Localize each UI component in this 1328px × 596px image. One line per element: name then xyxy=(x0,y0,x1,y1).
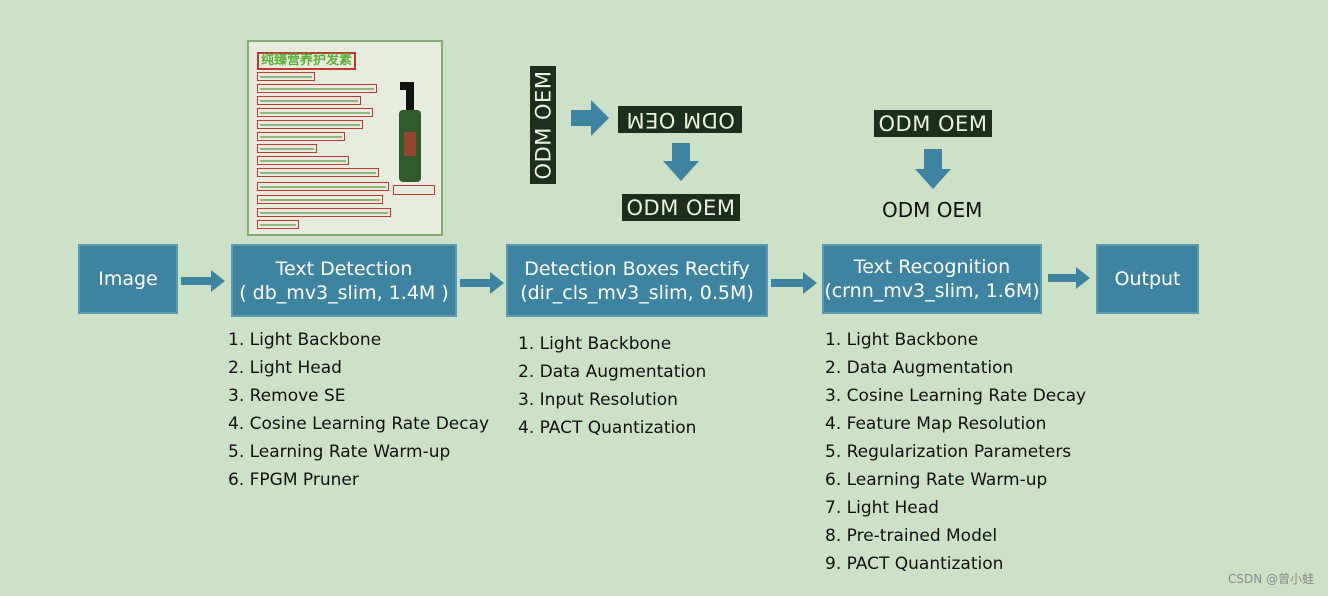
list-item: 2. Light Head xyxy=(228,358,342,378)
watermark: CSDN @曾小蛙 xyxy=(1227,572,1314,586)
text-box xyxy=(257,84,377,93)
text-box xyxy=(257,96,361,105)
arrow-recognition-down xyxy=(915,149,951,189)
list-item: 3. Remove SE xyxy=(228,386,346,406)
text-box xyxy=(257,72,315,81)
rectify-box: Detection Boxes Rectify (dir_cls_mv3_sli… xyxy=(506,244,768,317)
thumbnail-title: 纯臻营养护发素 xyxy=(257,52,357,70)
image-box-label: Image xyxy=(98,268,158,290)
list-item: 5. Regularization Parameters xyxy=(825,442,1072,462)
output-box: Output xyxy=(1096,244,1199,314)
text-detection-title: Text Detection xyxy=(275,257,413,280)
recognition-input-sample: ODM OEM xyxy=(874,110,992,137)
list-item: 8. Pre-trained Model xyxy=(825,526,998,546)
recognition-techniques-list: 1. Light Backbone 2. Data Augmentation 3… xyxy=(825,326,1086,578)
list-item: 1. Light Backbone xyxy=(825,330,979,350)
text-box xyxy=(257,120,363,129)
rectify-techniques-list: 1. Light Backbone 2. Data Augmentation 3… xyxy=(518,330,706,442)
list-item: 3. Input Resolution xyxy=(518,390,678,410)
arrow-detection-to-rectify xyxy=(460,272,504,294)
rectify-title: Detection Boxes Rectify xyxy=(524,257,750,280)
text-box xyxy=(257,108,373,117)
text-box xyxy=(257,144,317,153)
output-box-label: Output xyxy=(1114,268,1181,290)
list-item: 4. Cosine Learning Rate Decay xyxy=(228,414,490,434)
list-item: 7. Light Head xyxy=(825,498,939,518)
list-item: 1. Light Backbone xyxy=(228,330,382,350)
rotated-text-sample: ODM OEM xyxy=(530,66,556,184)
text-box xyxy=(257,195,383,204)
list-item: 4. Feature Map Resolution xyxy=(825,414,1047,434)
text-detection-box: Text Detection ( db_mv3_slim, 1.4M ) xyxy=(231,244,457,317)
text-box xyxy=(257,132,345,141)
text-box xyxy=(257,208,391,217)
list-item: 2. Data Augmentation xyxy=(825,358,1014,378)
list-item: 4. PACT Quantization xyxy=(518,418,697,438)
list-item: 6. FPGM Pruner xyxy=(228,470,359,490)
detection-techniques-list: 1. Light Backbone 2. Light Head 3. Remov… xyxy=(228,326,489,494)
list-item: 5. Learning Rate Warm-up xyxy=(228,442,451,462)
arrow-rectify-down xyxy=(663,143,699,181)
list-item: 9. PACT Quantization xyxy=(825,554,1004,574)
list-item: 6. Learning Rate Warm-up xyxy=(825,470,1048,490)
text-box xyxy=(257,182,389,191)
list-item: 1. Light Backbone xyxy=(518,334,672,354)
arrow-rotate-right xyxy=(571,100,609,136)
arrow-rectify-to-recognition xyxy=(771,272,817,294)
recognition-model: (crnn_mv3_slim, 1.6M) xyxy=(824,280,1040,302)
text-box xyxy=(257,220,299,229)
detection-sample-image: 纯臻营养护发素 xyxy=(247,40,443,236)
text-box xyxy=(257,156,349,165)
recognized-text: ODM OEM xyxy=(882,198,983,222)
rectified-text-sample: ODM OEM xyxy=(622,194,740,221)
text-box xyxy=(257,168,379,177)
recognition-title: Text Recognition xyxy=(853,256,1011,278)
rectify-model: (dir_cls_mv3_slim, 0.5M) xyxy=(520,281,754,304)
arrow-image-to-detection xyxy=(181,270,225,292)
arrow-recognition-to-output xyxy=(1048,267,1090,289)
image-box: Image xyxy=(78,244,178,314)
list-item: 3. Cosine Learning Rate Decay xyxy=(825,386,1087,406)
text-detection-model: ( db_mv3_slim, 1.4M ) xyxy=(239,281,449,304)
recognition-box: Text Recognition (crnn_mv3_slim, 1.6M) xyxy=(822,244,1042,314)
flipped-text-sample: ODM OEM xyxy=(618,106,742,133)
list-item: 2. Data Augmentation xyxy=(518,362,707,382)
